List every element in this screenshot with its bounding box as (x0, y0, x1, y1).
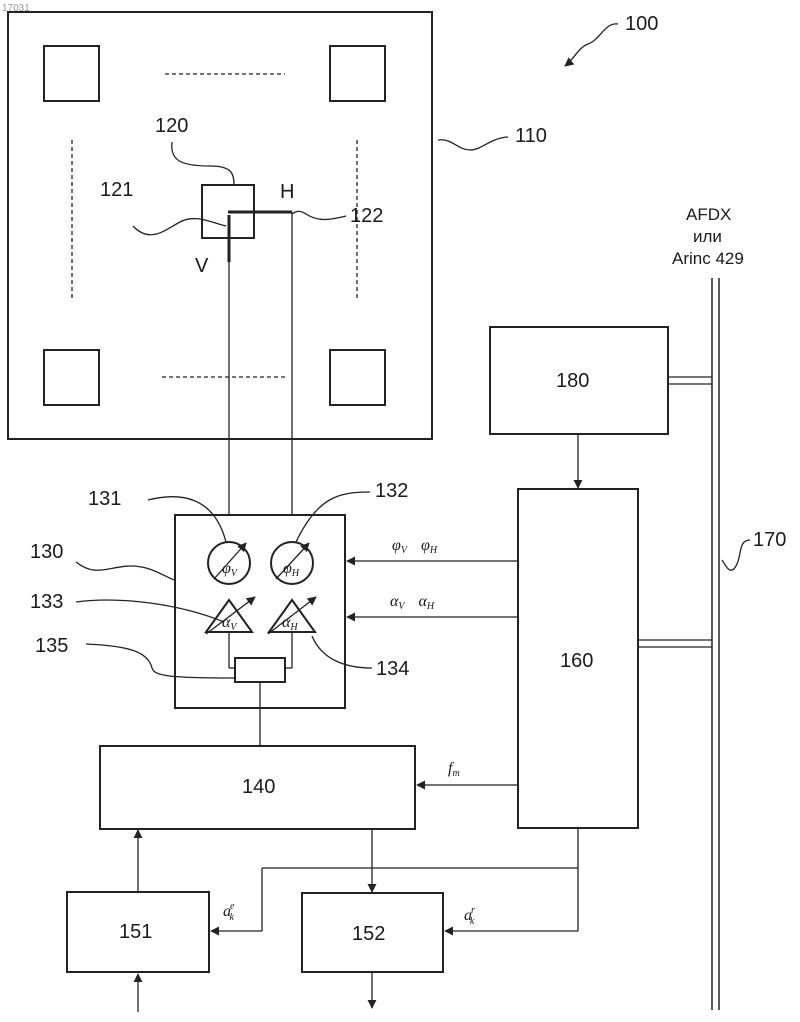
panel-element-top-left (44, 46, 99, 101)
label-135: 135 (35, 635, 68, 657)
label-170: 170 (753, 529, 786, 551)
block-140-label: 140 (242, 776, 275, 798)
pointer-110 (438, 137, 508, 150)
label-110: 110 (515, 125, 547, 147)
label-h: H (280, 181, 294, 203)
block-160-label: 160 (560, 650, 593, 672)
fm-label: fm (448, 760, 460, 779)
ak-e-label: aek (223, 901, 235, 923)
label-132: 132 (375, 480, 408, 502)
panel-element-bottom-left (44, 350, 99, 405)
bus-label-arinc: Arinc 429 (672, 249, 744, 268)
pointer-130 (76, 562, 174, 580)
label-130: 130 (30, 541, 63, 563)
pointer-100 (565, 24, 618, 66)
label-131: 131 (88, 488, 121, 510)
combiner-135 (235, 658, 285, 682)
ak-r-label: ark (464, 905, 475, 927)
block-151-label: 151 (119, 921, 152, 943)
label-100: 100 (625, 13, 658, 35)
panel-element-top-right (330, 46, 385, 101)
label-120: 120 (155, 115, 188, 137)
block-180-label: 180 (556, 370, 589, 392)
bus-label-or: или (693, 227, 722, 246)
bus-label-afdx: AFDX (686, 205, 731, 224)
phase-control-label: φVφH (392, 537, 438, 556)
label-121: 121 (100, 179, 133, 201)
block-152-label: 152 (352, 923, 385, 945)
label-v: V (195, 255, 209, 277)
panel-element-bottom-right (330, 350, 385, 405)
pointer-170 (722, 540, 750, 570)
label-122: 122 (350, 205, 383, 227)
label-134: 134 (376, 658, 409, 680)
gain-control-label: αVαH (390, 593, 435, 612)
label-133: 133 (30, 591, 63, 613)
